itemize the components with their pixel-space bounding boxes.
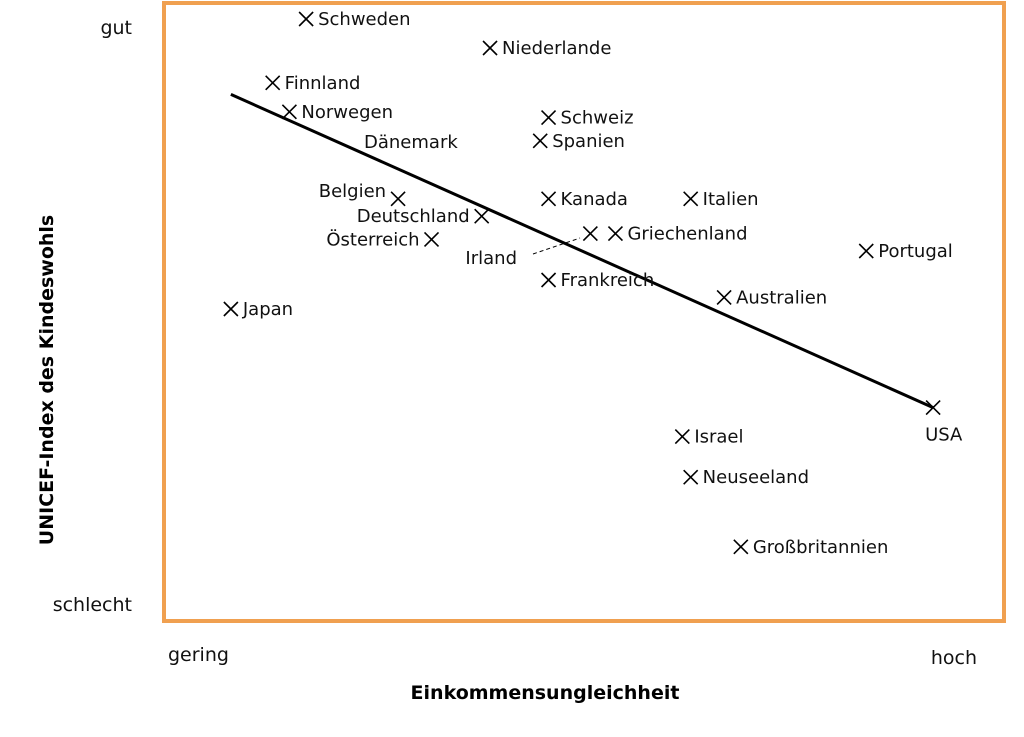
marker-grossbritannien bbox=[733, 539, 749, 555]
marker-israel bbox=[674, 429, 690, 445]
y-tick-top: gut bbox=[100, 17, 132, 39]
marker-finnland bbox=[265, 75, 281, 91]
marker-portugal bbox=[858, 243, 874, 259]
marker-belgien bbox=[390, 191, 406, 207]
y-axis-title: UNICEF-Index des Kindeswohls bbox=[36, 215, 58, 545]
trend-line bbox=[230, 93, 934, 409]
label-schweden: Schweden bbox=[318, 9, 410, 30]
label-norwegen: Norwegen bbox=[301, 102, 393, 123]
label-belgien: Belgien bbox=[319, 181, 386, 202]
marker-norwegen bbox=[281, 104, 297, 120]
marker-irland bbox=[582, 226, 598, 242]
marker-schweiz bbox=[540, 110, 557, 126]
label-spanien: Spanien bbox=[552, 131, 625, 152]
label-osterreich: Österreich bbox=[326, 228, 419, 250]
marker-osterreich bbox=[423, 231, 440, 247]
x-axis-title: Einkommensungleichheit bbox=[411, 682, 680, 704]
x-tick-right: hoch bbox=[931, 647, 977, 669]
y-tick-bottom: schlecht bbox=[53, 594, 132, 616]
marker-neuseeland bbox=[683, 469, 699, 485]
label-grossbritannien: Großbritannien bbox=[753, 537, 889, 558]
marker-spanien bbox=[532, 133, 548, 149]
plot-frame bbox=[162, 1, 1006, 623]
marker-italien bbox=[683, 191, 699, 207]
marker-niederlande bbox=[482, 40, 498, 56]
marker-griechenland bbox=[607, 226, 624, 242]
x-tick-left: gering bbox=[168, 644, 229, 666]
marker-frankreich bbox=[540, 272, 557, 288]
label-italien: Italien bbox=[703, 189, 759, 210]
label-neuseeland: Neuseeland bbox=[703, 467, 809, 488]
marker-australien bbox=[716, 289, 732, 305]
label-danemark: Dänemark bbox=[364, 132, 458, 153]
label-australien: Australien bbox=[736, 287, 827, 308]
label-irland: Irland bbox=[465, 248, 517, 269]
marker-japan bbox=[223, 301, 239, 317]
label-kanada: Kanada bbox=[561, 189, 628, 210]
irland-leader-line bbox=[532, 237, 581, 255]
label-griechenland: Griechenland bbox=[627, 224, 747, 245]
label-israel: Israel bbox=[694, 427, 743, 448]
label-niederlande: Niederlande bbox=[502, 38, 611, 59]
marker-kanada bbox=[540, 191, 557, 207]
label-portugal: Portugal bbox=[878, 241, 953, 262]
marker-schweden bbox=[298, 11, 314, 27]
label-schweiz: Schweiz bbox=[561, 108, 634, 129]
label-usa: USA bbox=[925, 425, 963, 446]
label-frankreich: Frankreich bbox=[561, 270, 655, 291]
label-finnland: Finnland bbox=[285, 73, 361, 94]
marker-deutschland bbox=[474, 208, 490, 224]
label-japan: Japan bbox=[242, 299, 293, 320]
data-points: SchwedenNiederlandeFinnlandNorwegenDänem… bbox=[223, 9, 963, 558]
label-deutschland: Deutschland bbox=[357, 206, 470, 227]
marker-usa bbox=[925, 400, 941, 416]
